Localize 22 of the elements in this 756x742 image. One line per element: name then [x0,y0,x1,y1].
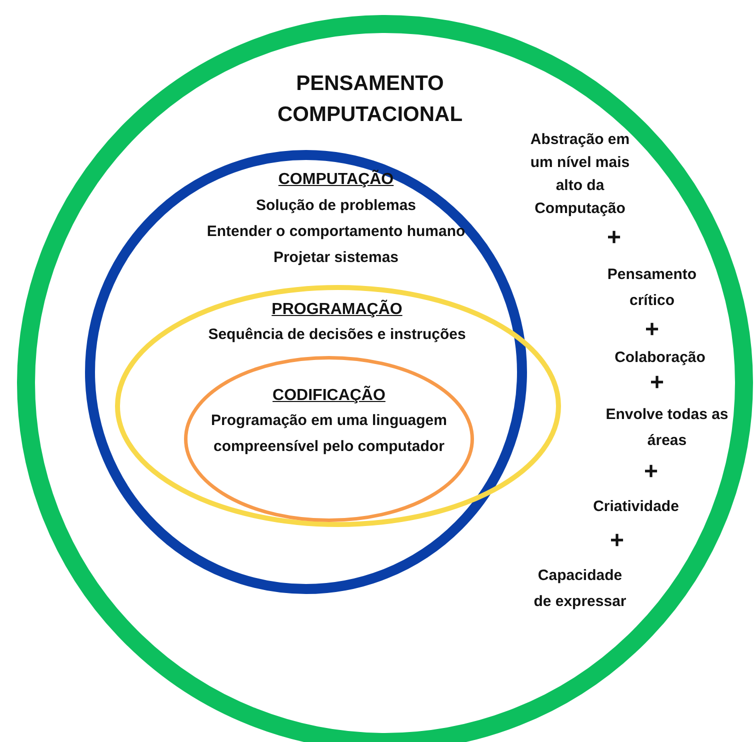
text: Solução de problemas [254,196,418,216]
text: Pensamento crítico [606,265,698,311]
text: Envolve todas as áreas [604,405,730,451]
plus-sign: + [608,528,625,554]
text: Criatividade [592,497,680,517]
inner-ellipse [184,356,474,522]
text: Capacidade de expressar [532,566,628,612]
text: Programação em uma linguagem compreensível pelo computador [210,411,448,457]
plus-sign: + [644,317,660,343]
plus-sign: + [648,370,665,396]
heading: CODIFICAÇÃO [272,384,386,406]
ellipse [115,285,561,527]
plus-sign: + [642,459,659,485]
text: Colaboração [614,348,706,368]
title: PENSAMENTO COMPUTACIONAL [276,71,464,128]
text: Projetar sistemas [272,248,400,268]
plus-sign: + [606,225,622,251]
text: Entender o comportamento humano [206,222,466,242]
heading: PROGRAMAÇÃO [270,298,404,320]
text: Abstração em um nível mais alto da Computação [529,130,631,219]
heading: COMPUTAÇÃO [277,168,395,190]
text: Sequência de decisões e instruções [207,325,467,345]
